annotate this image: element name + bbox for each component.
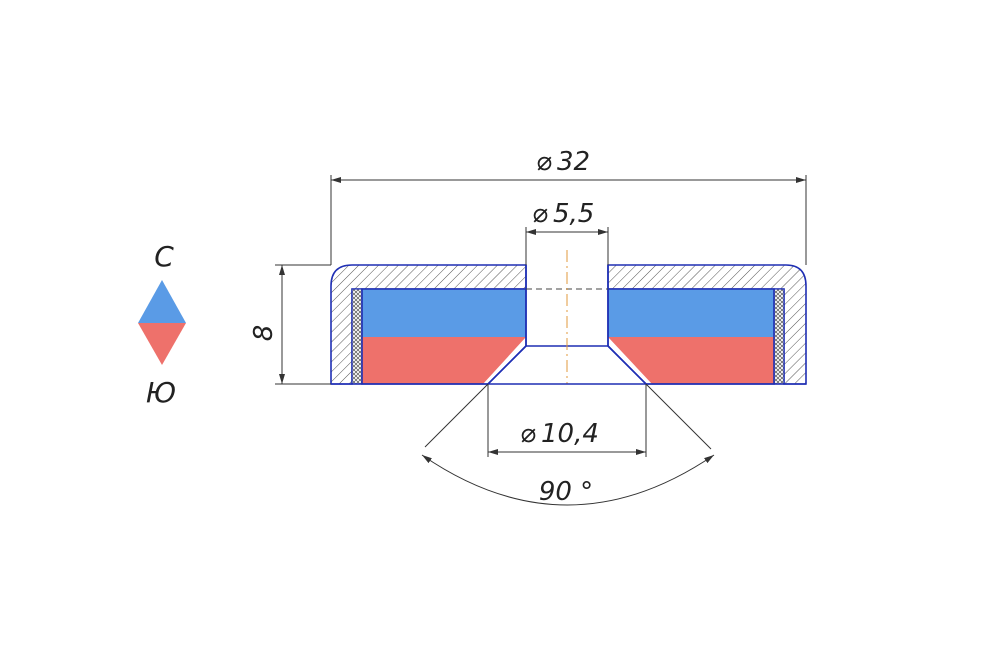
hole-diameter-dimension: ⌀ 5,5: [525, 199, 609, 265]
magnet-body: [361, 288, 775, 385]
left-gap-strip: [351, 288, 363, 385]
height-dimension: 8: [249, 264, 331, 385]
magnet-south-right: [608, 337, 774, 384]
diameter-symbol-countersink: ⌀: [520, 419, 536, 449]
countersink-diameter-dimension: ⌀ 10,4: [487, 384, 647, 457]
countersink-diameter-value: 10,4: [541, 419, 599, 449]
north-pole-label: С: [154, 240, 174, 273]
north-pole-triangle: [138, 280, 186, 323]
magnet-north-right: [608, 289, 774, 337]
countersink-angle-value: 90 °: [539, 477, 593, 507]
countersink-angle-dimension: 90 °: [421, 383, 715, 507]
pole-legend: С Ю: [138, 240, 186, 409]
countersunk-hole: [487, 250, 647, 385]
diameter-symbol-hole: ⌀: [532, 199, 548, 229]
height-value: 8: [249, 325, 279, 342]
diameter-symbol-outer: ⌀: [536, 147, 552, 177]
right-gap-strip: [773, 288, 785, 385]
hole-diameter-value: 5,5: [553, 199, 594, 229]
magnet-north-left: [362, 289, 526, 337]
outer-diameter-dimension: ⌀ 32: [330, 147, 807, 265]
magnet-south-left: [362, 337, 526, 384]
south-pole-label: Ю: [146, 376, 176, 409]
south-pole-triangle: [138, 323, 186, 365]
outer-diameter-value: 32: [557, 147, 590, 177]
